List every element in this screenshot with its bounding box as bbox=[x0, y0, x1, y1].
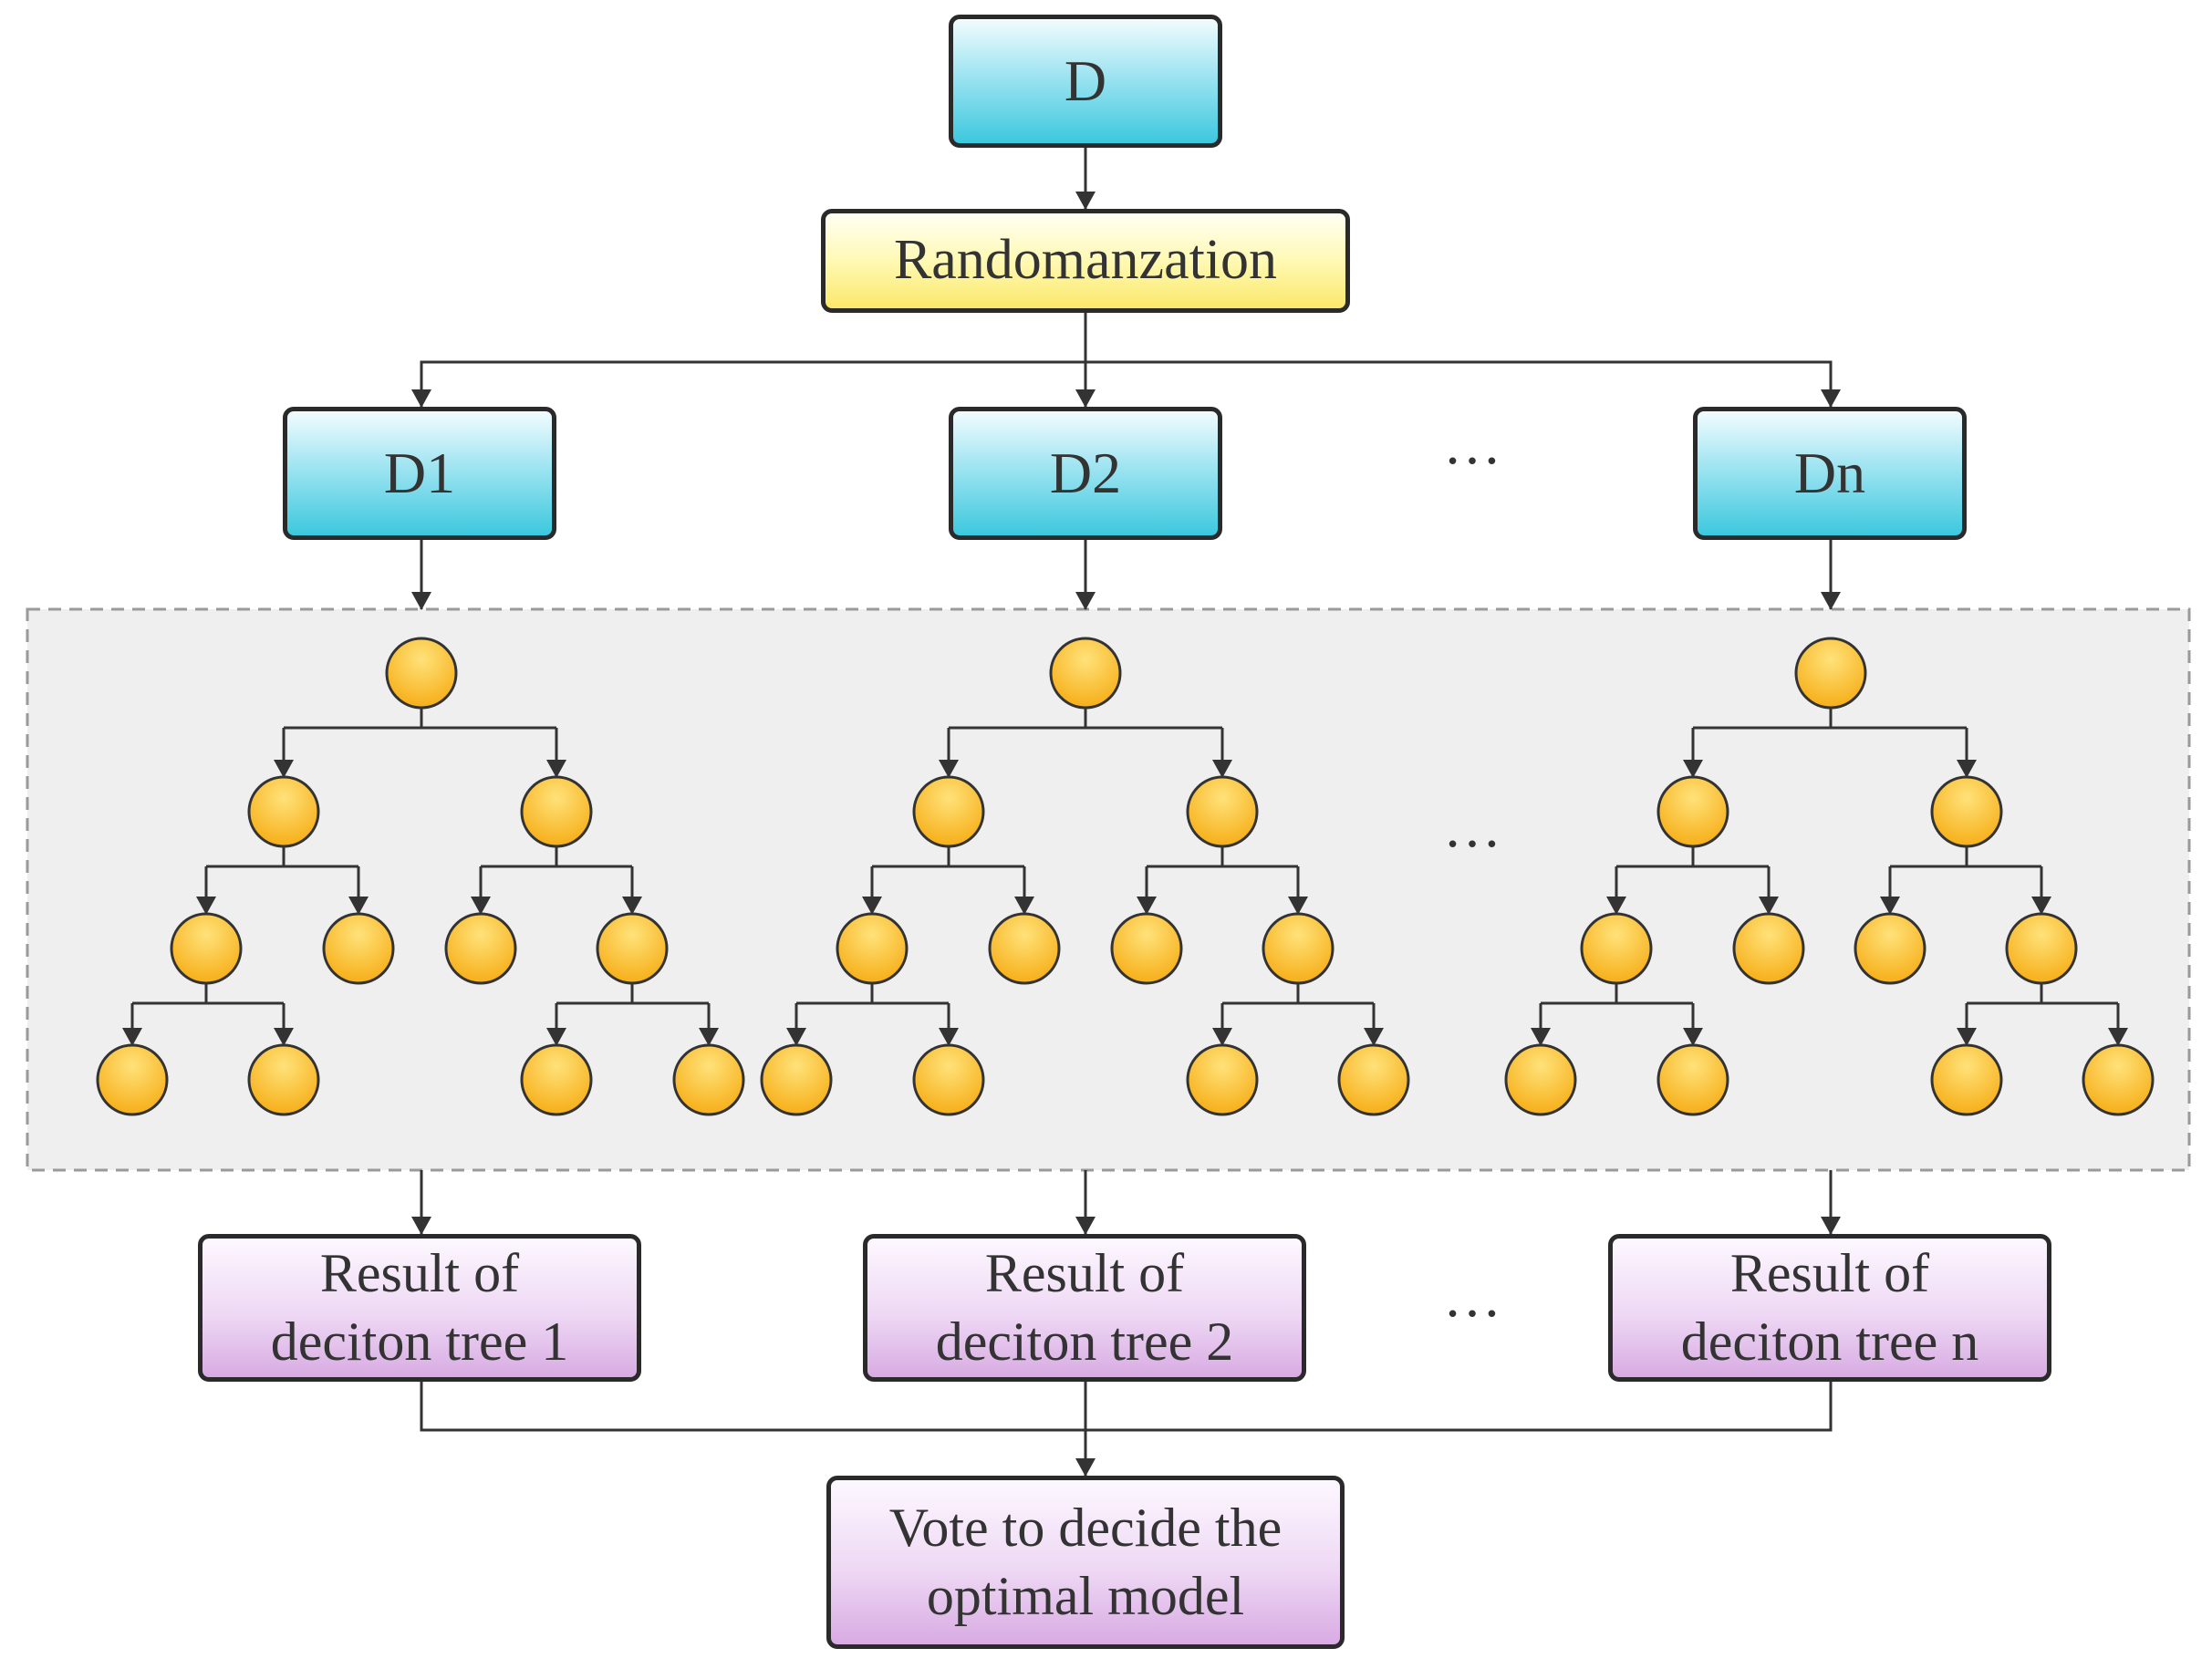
result-tree-n-line1: Result of bbox=[1729, 1243, 1930, 1303]
tree-2-r-node bbox=[1186, 775, 1259, 848]
subset-dn-label: Dn bbox=[1793, 441, 1866, 505]
tree-2-rr-node bbox=[1262, 912, 1334, 985]
tree-1-rrr-leaf bbox=[672, 1043, 745, 1116]
tree-2-l-node bbox=[912, 775, 985, 848]
vote-box: Vote to decide the optimal model bbox=[826, 1476, 1345, 1649]
tree-1-lr-leaf bbox=[322, 912, 395, 985]
subset-d1-box: D1 bbox=[283, 407, 556, 540]
result-tree-1-line1: Result of bbox=[319, 1243, 520, 1303]
dataset-d-label: D bbox=[1064, 48, 1107, 113]
tree-n-ll-node bbox=[1580, 912, 1653, 985]
vote-line1: Vote to decide the bbox=[888, 1498, 1283, 1558]
tree-1-rl-leaf bbox=[444, 912, 517, 985]
subset-d2-label: D2 bbox=[1049, 441, 1122, 505]
randomization-box: Randomanzation bbox=[821, 209, 1350, 313]
tree-n-root-node bbox=[1794, 637, 1867, 710]
tree-2-ll-node bbox=[836, 912, 909, 985]
result-tree-2-line1: Result of bbox=[984, 1243, 1185, 1303]
tree-1-lll-leaf bbox=[96, 1043, 169, 1116]
tree-n-l-node bbox=[1656, 775, 1729, 848]
randomization-label: Randomanzation bbox=[893, 229, 1278, 292]
tree-n-r-node bbox=[1930, 775, 2003, 848]
ellipsis-subsets: … bbox=[1443, 411, 1505, 476]
tree-2-root-node bbox=[1049, 637, 1122, 710]
result-tree-1-line2: deciton tree 1 bbox=[270, 1311, 569, 1372]
ellipsis-results: … bbox=[1443, 1264, 1505, 1329]
tree-n-rl-leaf bbox=[1854, 912, 1926, 985]
tree-n-llr-leaf bbox=[1656, 1043, 1729, 1116]
result-tree-1-box: Result of deciton tree 1 bbox=[198, 1234, 641, 1382]
result-tree-2-box: Result of deciton tree 2 bbox=[863, 1234, 1306, 1382]
tree-1-l-node bbox=[247, 775, 320, 848]
tree-2-rrl-leaf bbox=[1186, 1043, 1259, 1116]
subset-dn-box: Dn bbox=[1693, 407, 1967, 540]
arrow-randomization-to-dn bbox=[1085, 360, 1841, 408]
tree-1-ll-node bbox=[170, 912, 243, 985]
tree-2-rrr-leaf bbox=[1337, 1043, 1410, 1116]
tree-n-lr-leaf bbox=[1732, 912, 1805, 985]
tree-2-llr-leaf bbox=[912, 1043, 985, 1116]
tree-1-llr-leaf bbox=[247, 1043, 320, 1116]
decision-trees bbox=[96, 637, 2155, 1116]
result-tree-n-line2: deciton tree n bbox=[1680, 1311, 1979, 1372]
result-tree-2-line2: deciton tree 2 bbox=[935, 1311, 1234, 1372]
tree-2-lll-leaf bbox=[760, 1043, 833, 1116]
result-tree-n-box: Result of deciton tree n bbox=[1608, 1234, 2051, 1382]
tree-n-rrl-leaf bbox=[1930, 1043, 2003, 1116]
tree-1-rr-node bbox=[596, 912, 669, 985]
tree-1-rrl-leaf bbox=[520, 1043, 593, 1116]
result-merge-line bbox=[420, 1382, 1833, 1432]
arrow-randomization-to-d1 bbox=[411, 360, 1085, 408]
tree-1-root-node bbox=[385, 637, 458, 710]
tree-2-lr-leaf bbox=[988, 912, 1061, 985]
tree-n-rr-node bbox=[2005, 912, 2078, 985]
tree-2-rl-leaf bbox=[1110, 912, 1183, 985]
subset-d1-label: D1 bbox=[383, 441, 456, 505]
tree-1-r-node bbox=[520, 775, 593, 848]
tree-n-lll-leaf bbox=[1504, 1043, 1577, 1116]
ellipsis-trees: … bbox=[1443, 794, 1505, 859]
dataset-d-box: D bbox=[949, 15, 1222, 148]
vote-line2: optimal model bbox=[926, 1566, 1245, 1626]
tree-n-rrr-leaf bbox=[2082, 1043, 2155, 1116]
subset-d2-box: D2 bbox=[949, 407, 1222, 540]
